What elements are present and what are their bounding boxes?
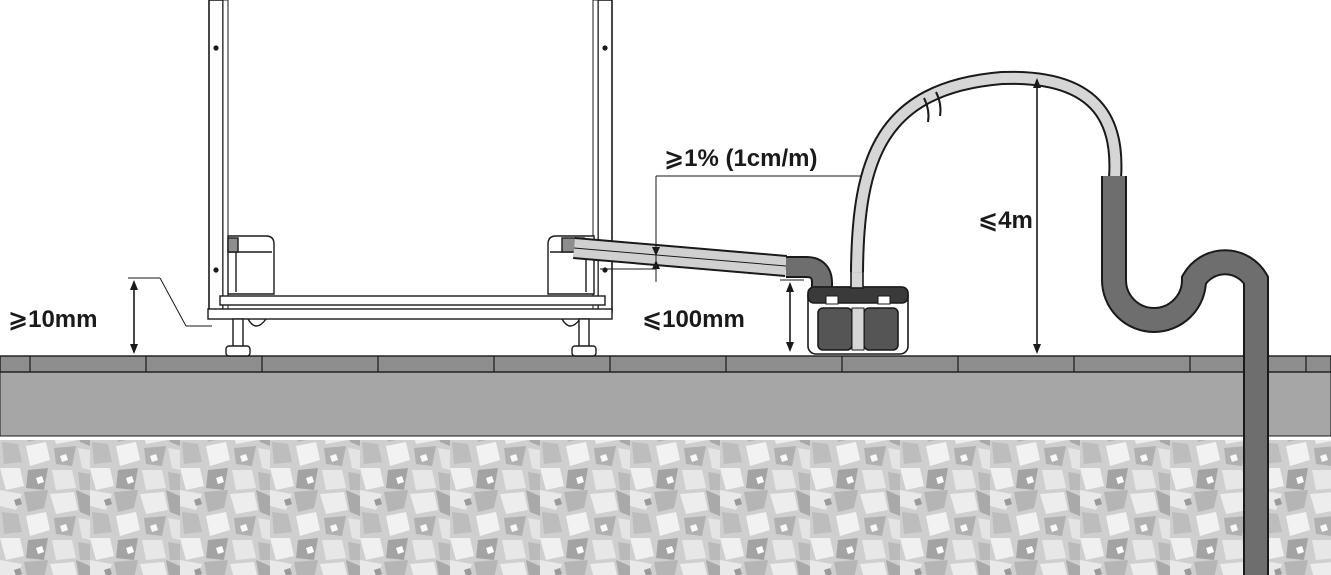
lift-height-label: ⩽4m bbox=[978, 207, 1033, 234]
pump-inlet-elbow bbox=[786, 256, 833, 294]
condensate-pump-icon bbox=[807, 265, 909, 355]
hose-break-icon bbox=[923, 91, 942, 123]
foot-left-stem bbox=[232, 318, 244, 348]
aggregate-edge bbox=[0, 436, 1331, 440]
aggregate-layer bbox=[0, 438, 1331, 575]
clearance-dimension bbox=[128, 277, 212, 354]
base-rail-bottom bbox=[207, 308, 613, 320]
drain-tray-left bbox=[227, 235, 275, 295]
lift-height-dimension bbox=[1033, 78, 1041, 354]
foot-left-pad bbox=[225, 345, 251, 357]
foot-right-pad bbox=[571, 345, 597, 357]
floor bbox=[0, 355, 1331, 575]
left-panel-inner bbox=[222, 0, 229, 313]
inlet-height-dimension bbox=[780, 279, 804, 352]
base-rail-top bbox=[219, 295, 606, 306]
foot-right-stem bbox=[578, 318, 590, 348]
indoor-unit bbox=[207, 0, 613, 357]
base-clip-right bbox=[561, 318, 581, 327]
pump-lid bbox=[807, 286, 909, 304]
discharge-hose bbox=[850, 70, 1123, 273]
drain-trap-icon bbox=[1101, 176, 1269, 575]
slope-label: ⩾1% (1cm/m) bbox=[664, 145, 818, 172]
base-clip-left bbox=[247, 318, 267, 327]
inlet-height-label: ⩽100mm bbox=[642, 306, 745, 333]
pump-face-right bbox=[863, 307, 899, 351]
drain-hose bbox=[573, 237, 787, 277]
concrete-slab bbox=[0, 371, 1331, 437]
slope-dimension bbox=[600, 175, 862, 282]
pump-face-left bbox=[817, 307, 853, 351]
floor-tiles bbox=[0, 355, 1331, 373]
clearance-label: ⩾10mm bbox=[8, 306, 97, 333]
tile-joints bbox=[29, 356, 1307, 372]
